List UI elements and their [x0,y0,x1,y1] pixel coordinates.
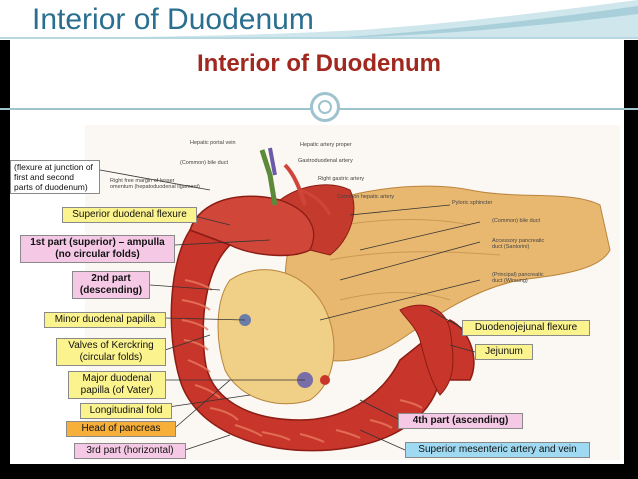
label-first-part-line1: 1st part (superior) – ampulla [30,237,165,248]
label-flexure-note-line2: first and second [14,172,75,182]
label-flexure-note-line3: parts of duodenum) [14,182,88,192]
label-second-part-line2: (descending) [79,285,143,296]
slide-header: Interior of Duodenum [0,0,638,39]
label-pyloric-sphincter: Pyloric sphincter [452,200,493,206]
label-hepatic-portal-vein: Hepatic portal vein [190,140,236,146]
label-right-gastric-artery: Right gastric artery [318,176,365,182]
label-duodenojejunal-flexure: Duodenojejunal flexure [462,320,590,336]
label-gastroduodenal-artery: Gastroduodenal artery [298,158,353,164]
label-common-hepatic-artery: Common hepatic artery [337,194,395,200]
label-accessory-pancreatic-duct: Accessory pancreatic duct (Santorini) [492,238,544,250]
label-valves-line1: Valves of Kerckring [68,340,154,351]
label-second-part-descending: 2nd part (descending) [72,271,150,299]
label-fourth-part-ascending: 4th part (ascending) [398,413,523,429]
label-accessory-duct-line2: duct (Santorini) [492,244,530,250]
label-flexure-note: (flexure at junction of first and second… [10,160,100,194]
label-first-part-line2: (no circular folds) [55,249,140,260]
label-superior-duodenal-flexure: Superior duodenal flexure [62,207,197,223]
label-superior-mesenteric-artery-vein: Superior mesenteric artery and vein [405,442,590,458]
label-major-papilla-line2: papilla (of Vater) [80,385,154,396]
label-valves-line2: (circular folds) [79,352,143,363]
label-valves-of-kerckring: Valves of Kerckring (circular folds) [56,338,166,366]
label-accessory-duct-line1: Accessory pancreatic [492,238,545,244]
label-first-part-superior: 1st part (superior) – ampulla (no circul… [20,235,175,263]
header-swoosh-decoration [0,0,638,39]
label-common-bile-duct-top: (Common) bile duct [180,160,228,166]
label-minor-duodenal-papilla: Minor duodenal papilla [44,312,166,328]
label-right-free-margin: Right free margin of lesser omentum (hep… [110,178,200,190]
label-head-of-pancreas: Head of pancreas [66,421,176,437]
label-second-part-line1: 2nd part [91,273,131,284]
label-third-part-horizontal: 3rd part (horizontal) [74,443,186,459]
label-principal-duct-line2: duct (Wirsung) [492,278,528,284]
label-longitudinal-fold: Longitudinal fold [80,403,172,419]
label-hepatic-artery-proper: Hepatic artery proper [300,142,352,148]
label-major-papilla-line1: Major duodenal [82,373,152,384]
slide-title: Interior of Duodenum [32,3,314,36]
label-flexure-note-line1: (flexure at junction of [14,162,93,172]
label-principal-pancreatic-duct: (Principal) pancreatic duct (Wirsung) [492,272,544,284]
label-jejunum: Jejunum [475,344,533,360]
label-principal-duct-line1: (Principal) pancreatic [492,272,544,278]
divider-ring-inner [318,100,332,114]
label-common-bile-duct-right: (Common) bile duct [492,218,540,224]
divider-ring-ornament [310,92,340,122]
label-major-duodenal-papilla: Major duodenal papilla (of Vater) [68,371,166,399]
label-right-free-margin-line1: Right free margin of lesser [110,178,175,184]
label-right-free-margin-line2: omentum (hepatoduodenal ligament) [110,184,200,190]
diagram-title: Interior of Duodenum [197,50,441,77]
